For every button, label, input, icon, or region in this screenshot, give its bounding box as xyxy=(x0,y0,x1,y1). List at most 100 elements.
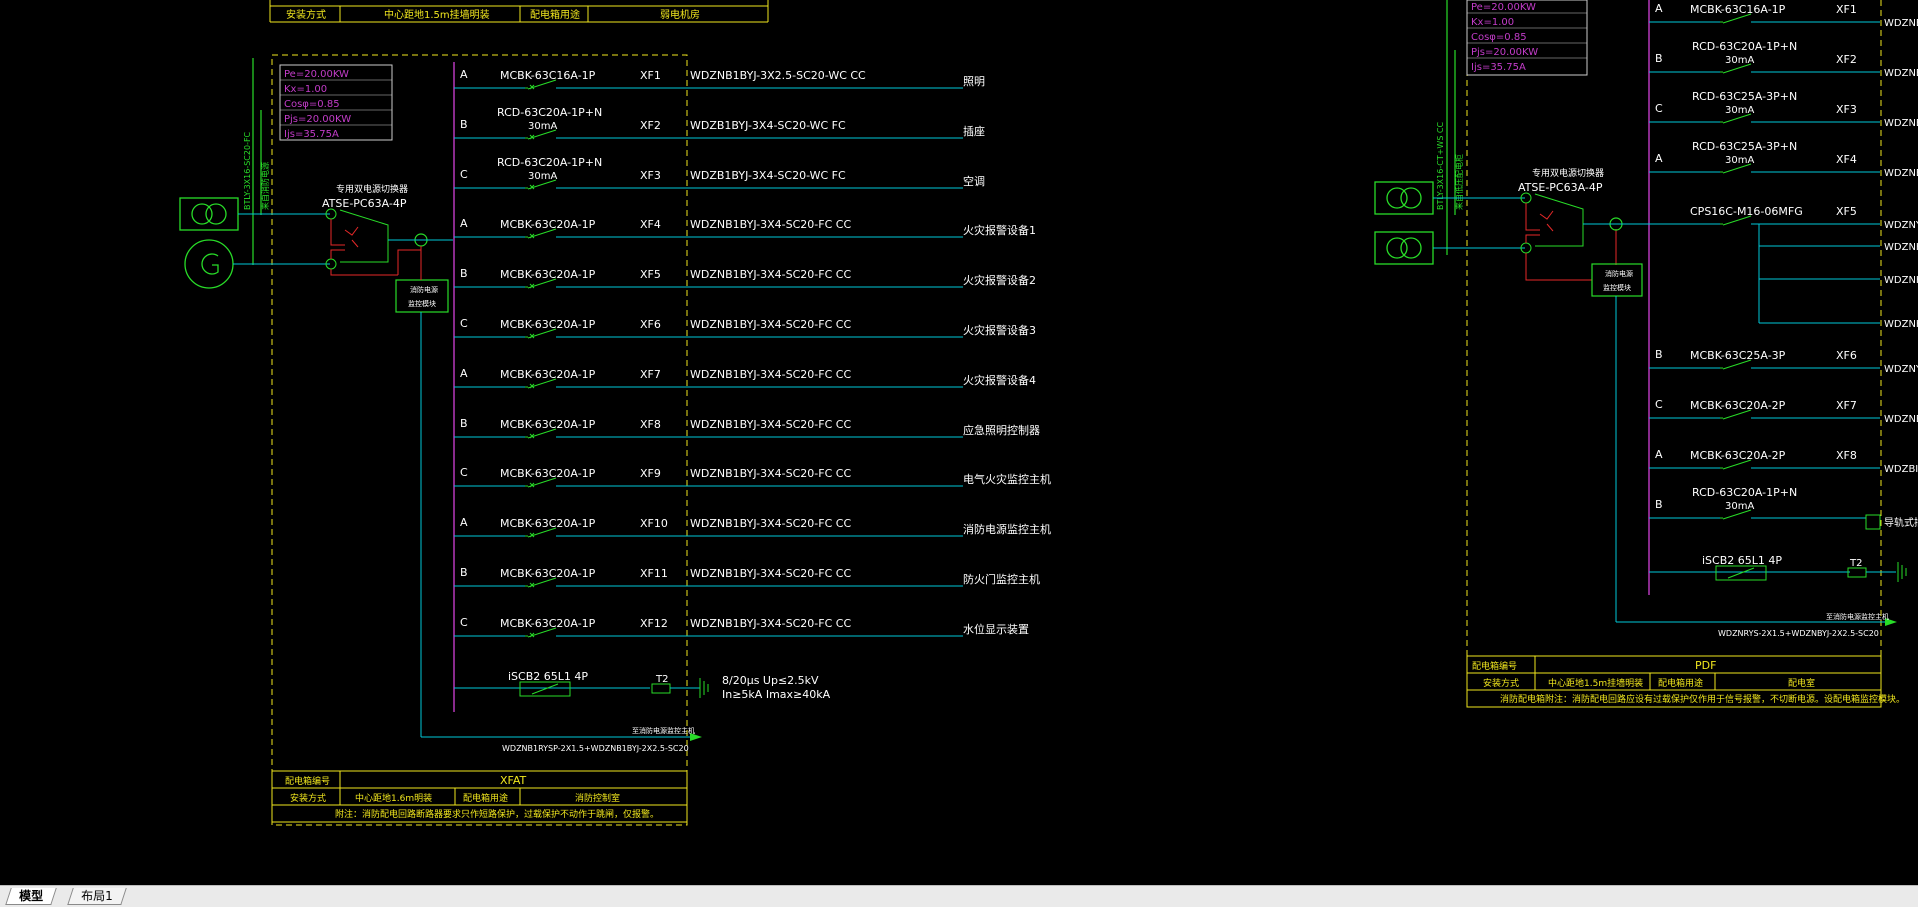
breaker-trip-mark xyxy=(529,84,535,90)
cable-spec: WDZNE xyxy=(1884,68,1918,79)
phase-label: C xyxy=(460,466,468,479)
cable-spec: WDZNE xyxy=(1884,118,1918,129)
left-bottom-table xyxy=(271,770,688,823)
right-panel-enclosure xyxy=(1466,0,1882,710)
right-param-box xyxy=(1466,0,1588,76)
left-spd-model: iSCB2 65L1 4P xyxy=(508,670,588,683)
breaker-model: MCBK-63C20A-2P xyxy=(1690,449,1786,462)
phase-label: B xyxy=(460,118,468,131)
tab-model-label: 模型 xyxy=(19,889,44,903)
left-spd-tag: T2 xyxy=(655,674,668,685)
left-param-ijs: Ijs=35.75A xyxy=(284,129,339,140)
circuit-code: XF5 xyxy=(640,268,661,281)
phase-label: C xyxy=(460,616,468,629)
breaker-model: MCBK-63C20A-1P xyxy=(500,467,596,480)
breaker-model: RCD-63C25A-3P+N xyxy=(1692,90,1797,103)
breaker-model: MCBK-63C20A-1P xyxy=(500,567,596,580)
phase-label: A xyxy=(460,68,468,81)
breaker-model: MCBK-63C20A-1P xyxy=(500,268,596,281)
left-monitor-label-1: 消防电源 xyxy=(410,285,438,294)
right-socket-symbol xyxy=(1865,514,1881,530)
cable-spec: WDZNY xyxy=(1884,364,1918,375)
tab-layout1[interactable]: 布局1 xyxy=(67,888,127,905)
breaker-model: MCBK-63C20A-1P xyxy=(500,517,596,530)
load-name: 插座 xyxy=(963,124,985,138)
tab-layout1-label: 布局1 xyxy=(81,889,113,903)
cable-spec: WDZNB1BYJ-3X2.5-SC20-WC CC xyxy=(690,69,866,82)
left-table-r1c2: XFAT xyxy=(500,774,527,787)
left-table-r2c4: 消防控制室 xyxy=(575,792,620,804)
circuit-code: XF10 xyxy=(640,517,668,530)
left-param-pe: Pe=20.00KW xyxy=(284,69,349,80)
breaker-sensitivity: 30mA xyxy=(1725,105,1754,116)
circuit-code: XF2 xyxy=(1836,53,1857,66)
left-top-table-c4: 弱电机房 xyxy=(660,8,700,21)
breaker-trip-mark xyxy=(529,532,535,538)
left-ats-model: ATSE-PC63A-4P xyxy=(322,197,407,210)
load-name: 火灾报警设备4 xyxy=(963,373,1036,387)
cad-model-space[interactable]: 安装方式 中心距地1.5m挂墙明装 配电箱用途 弱电机房 Pe=20.00KW … xyxy=(0,0,1918,885)
right-cps-branches xyxy=(1758,224,1880,324)
left-table-r2c2: 中心距地1.6m明装 xyxy=(355,792,432,804)
left-monitor-label-2: 监控模块 xyxy=(408,299,436,308)
left-table-note: 附注：消防配电回路断路器要求只作短路保护，过载保护不动作于跳闸，仅报警。 xyxy=(335,808,659,820)
cable-spec: WDZNB1BYJ-3X4-SC20-FC CC xyxy=(690,318,851,331)
phase-label: C xyxy=(460,168,468,181)
circuit-code: XF1 xyxy=(640,69,661,82)
phase-label: A xyxy=(460,367,468,380)
breaker-trip-mark xyxy=(529,433,535,439)
left-ats-symbol xyxy=(325,208,421,276)
left-table-r1c1: 配电箱编号 xyxy=(285,775,330,787)
right-distribution-panel: Pe=20.00KW Kx=1.00 Cosφ=0.85 Pjs=20.00KW… xyxy=(1374,0,1918,710)
cable-spec: WDZB1BYJ-3X4-SC20-WC FC xyxy=(690,119,846,132)
tab-model[interactable]: 模型 xyxy=(5,888,57,905)
cable-spec: WDZNY xyxy=(1884,220,1918,231)
load-name: 防火门监控主机 xyxy=(963,572,1040,586)
right-param-ijs: Ijs=35.75A xyxy=(1471,62,1526,73)
phase-label: A xyxy=(460,516,468,529)
layout-tab-bar: 模型 布局1 xyxy=(0,885,1918,907)
breaker-symbol xyxy=(1720,509,1752,520)
right-spd-symbol xyxy=(1715,565,1767,581)
circuit-code: XF6 xyxy=(640,318,661,331)
right-param-cos: Cosφ=0.85 xyxy=(1471,32,1527,43)
circuit-code: XF3 xyxy=(640,169,661,182)
breaker-model: CPS16C-M16-06MFG xyxy=(1690,205,1803,218)
right-spd-model: iSCB2 65L1 4P xyxy=(1702,554,1782,567)
right-circuit-row[interactable]: CPS16C-M16-06MFG XF5WDZNY xyxy=(1648,205,1918,231)
right-table-r1c2: PDF xyxy=(1695,659,1716,672)
left-table-r2c3: 配电箱用途 xyxy=(463,792,508,804)
breaker-symbol xyxy=(1720,459,1752,470)
load-name: 火灾报警设备1 xyxy=(963,223,1036,237)
phase-label: A xyxy=(1655,2,1663,15)
circuit-code: XF3 xyxy=(1836,103,1857,116)
right-cps-sub-cable-1: WDZNH xyxy=(1884,242,1918,253)
breaker-symbol xyxy=(1720,409,1752,420)
right-transformer-2 xyxy=(1374,231,1434,265)
right-rcd-load: 导轨式插座 xyxy=(1884,516,1918,529)
load-name: 电气火灾监控主机 xyxy=(963,472,1051,486)
left-distribution-panel: 安装方式 中心距地1.5m挂墙明装 配电箱用途 弱电机房 Pe=20.00KW … xyxy=(179,0,1051,826)
circuit-code: XF5 xyxy=(1836,205,1857,218)
